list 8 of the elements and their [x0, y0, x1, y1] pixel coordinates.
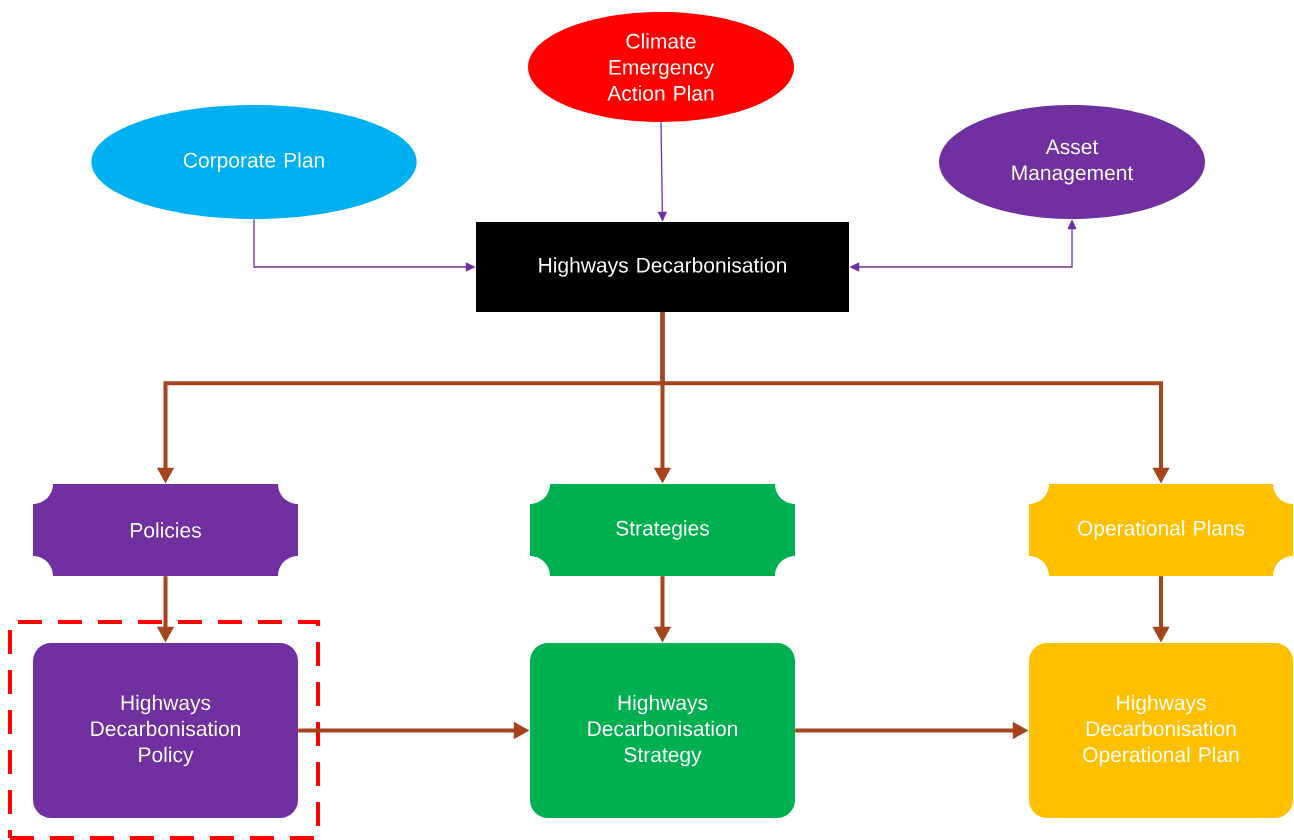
category-plaque: Policies: [33, 484, 298, 576]
document-box: Highways Decarbonisation Policy: [33, 643, 298, 818]
highlight-frame: [8, 620, 320, 840]
central-box: Highways Decarbonisation: [476, 222, 849, 312]
document-box: Highways Decarbonisation Strategy: [530, 643, 795, 818]
category-plaque: Operational Plans: [1029, 484, 1293, 576]
document-box: Highways Decarbonisation Operational Plan: [1029, 643, 1293, 818]
category-plaque: Strategies: [530, 484, 795, 576]
